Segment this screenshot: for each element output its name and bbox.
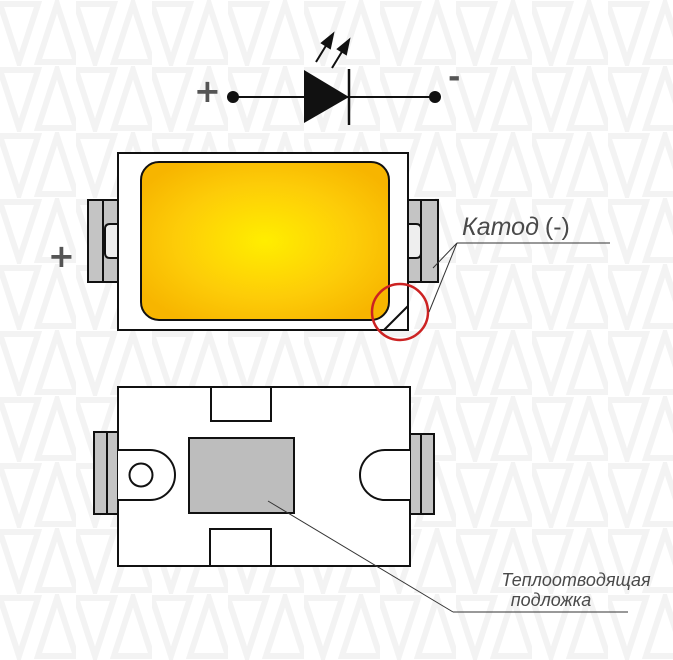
- thermal-pad: [188, 437, 295, 514]
- led-schematic-symbol: + -: [194, 31, 460, 125]
- heatsink-leader-line: [267, 500, 628, 613]
- phosphor-emitting-area: [140, 161, 390, 321]
- light-emission-arrows-icon: [315, 31, 351, 69]
- cathode-pad-right: [407, 199, 439, 283]
- top-notch: [210, 386, 272, 422]
- diode-triangle-icon: [304, 70, 349, 123]
- bottom-left-pad: [93, 431, 176, 515]
- schematic-minus-sign: -: [448, 60, 460, 95]
- cathode-label: Катод(-): [462, 213, 570, 241]
- cathode-terminal-dot: [429, 91, 441, 103]
- cathode-chamfer-mark: [383, 305, 409, 331]
- bottom-notch: [209, 528, 272, 567]
- cathode-highlight-circle: [370, 282, 430, 342]
- anode-pad-left: [87, 199, 119, 283]
- heatsink-label-line1: Теплоотводящая: [501, 570, 651, 590]
- top-view-plus-sign: +: [48, 237, 75, 275]
- cathode-leader-lines: [428, 242, 610, 313]
- led-bottom-view: Теплоотводящая подложка: [93, 386, 651, 613]
- anode-polarity-circle-icon: [128, 462, 154, 488]
- led-top-view: + Катод(-): [48, 152, 610, 342]
- heatsink-label-line2: подложка: [511, 590, 592, 610]
- schematic-plus-sign: +: [194, 72, 221, 110]
- bottom-right-pad: [359, 433, 435, 515]
